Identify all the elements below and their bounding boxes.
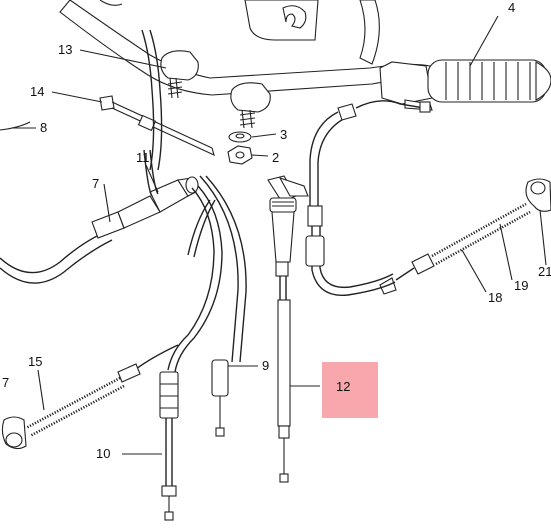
callout-7-left: 7 (92, 176, 99, 191)
grip (379, 59, 551, 111)
callout-15: 15 (28, 354, 42, 369)
callout-14: 14 (30, 84, 44, 99)
callout-4: 4 (508, 0, 515, 15)
left-clutch-outline (0, 121, 31, 131)
clamp-left (160, 50, 199, 99)
handlebar (59, 0, 431, 96)
cable-tie (99, 95, 215, 157)
leader-lines (12, 15, 547, 455)
callout-7-bottom: 7 (2, 375, 9, 390)
clamp-right (230, 82, 271, 129)
callouts: 13 14 8 4 3 2 11 7 7 15 9 10 12 18 19 21 (2, 0, 551, 461)
throttle-cable-right (305, 100, 551, 296)
washer (228, 131, 252, 143)
callout-18: 18 (488, 290, 502, 305)
cable-end-9 (211, 359, 229, 437)
callout-9: 9 (262, 358, 269, 373)
cable-bundle (141, 29, 247, 373)
callout-2: 2 (272, 150, 279, 165)
cable-10 (159, 371, 179, 521)
callout-21: 21 (538, 264, 551, 279)
headlamp-shell (99, 0, 319, 41)
part-12-highlight (322, 362, 378, 418)
callout-10: 10 (96, 446, 110, 461)
callout-8: 8 (40, 120, 47, 135)
callout-13: 13 (58, 42, 72, 57)
callout-12: 12 (336, 379, 350, 394)
callout-3: 3 (280, 127, 287, 142)
callout-11: 11 (136, 150, 150, 165)
part-12-cable (267, 175, 309, 483)
adjuster-left (1, 344, 179, 450)
nut (227, 145, 253, 165)
callout-19: 19 (514, 278, 528, 293)
throttle-cable-left (0, 149, 199, 284)
